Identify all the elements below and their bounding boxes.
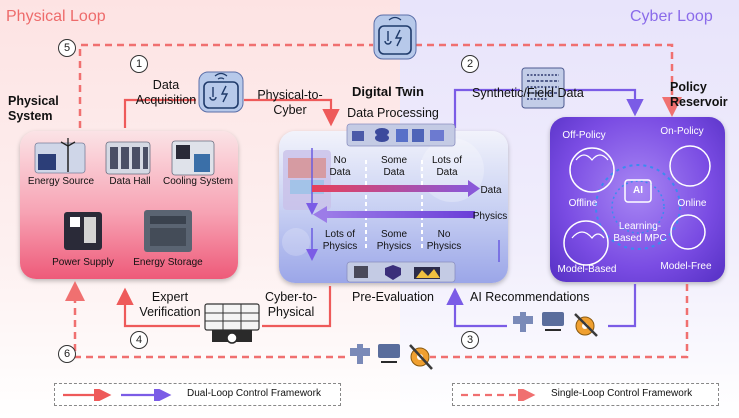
legend-dual-loop: Dual-Loop Control Framework: [54, 383, 341, 406]
lots-of-data-label: Lots of Data: [431, 155, 463, 178]
no-physics-label: No Physics: [426, 229, 462, 252]
data-processing-label: Data Processing: [347, 106, 439, 120]
digital-twin-title: Digital Twin: [352, 84, 424, 99]
data-acquisition-label: Data Acquisition: [135, 78, 197, 107]
energy-storage-label: Energy Storage: [133, 257, 203, 268]
model-free-label: Model-Free: [660, 261, 712, 272]
offline-label: Offline: [568, 198, 598, 209]
step-3-marker: 3: [461, 331, 479, 349]
physical-system-illustrations: [34, 138, 215, 252]
loop1-connector: [123, 98, 340, 128]
sensor-icon-5: [373, 14, 417, 60]
step-2-marker: 2: [461, 55, 479, 73]
some-physics-label: Some Physics: [376, 229, 412, 252]
ai-recommendations-label: AI Recommendations: [470, 290, 590, 304]
step-5-marker: 5: [58, 39, 76, 57]
step-4-marker: 4: [130, 331, 148, 349]
ai-chip-icon: AI: [633, 185, 643, 196]
expert-verification-label: Expert Verification: [139, 290, 201, 319]
legend-single-arrow: [461, 389, 536, 401]
data-arrow: [312, 180, 480, 197]
some-data-label: Some Data: [380, 155, 408, 178]
energy-source-label: Energy Source: [27, 176, 95, 187]
data-hall-label: Data Hall: [109, 176, 151, 187]
loop5-dashed-connector: [78, 43, 682, 128]
physical-to-cyber-label: Physical-to- Cyber: [257, 88, 323, 117]
loop3-connector: [446, 284, 637, 328]
binary-data-icon: [521, 67, 565, 109]
data-arrow-label: Data: [480, 185, 502, 196]
loop4-connector: [116, 286, 332, 328]
pre-evaluation-label: Pre-Evaluation: [352, 290, 434, 304]
policy-reservoir-box: [550, 117, 725, 282]
on-policy-label: On-Policy: [660, 126, 704, 137]
physical-loop-title: Physical Loop: [6, 8, 106, 25]
expert-verification-icon: [204, 303, 260, 344]
sensor-icon-1: [198, 71, 244, 113]
cyber-loop-title: Cyber Loop: [630, 8, 713, 25]
tools-icons-ai-rec: [513, 312, 598, 337]
dt-data-processing-bar: [346, 123, 456, 147]
cyber-to-physical-label: Cyber-to- Physical: [264, 290, 318, 319]
physics-arrow: [313, 206, 475, 223]
policy-reservoir-title: Policy Reservoir: [670, 80, 728, 109]
legend-single-text: Single-Loop Control Framework: [551, 388, 693, 399]
synthetic-field-data-label: Synthetic/Field Data: [472, 86, 584, 100]
loop2-connector: [453, 88, 644, 128]
legend-dual-arrows: [63, 389, 172, 401]
tools-icons-loop6: [350, 344, 433, 370]
power-supply-label: Power Supply: [52, 257, 114, 268]
learning-mpc-label: Learning- Based MPC: [613, 221, 667, 244]
dt-pre-evaluation-bar: [346, 261, 456, 283]
policy-network-illustration: [563, 145, 711, 266]
legend-dual-text: Dual-Loop Control Framework: [187, 388, 321, 399]
physics-arrow-label: Physics: [472, 211, 508, 222]
cooling-system-label: Cooling System: [162, 176, 234, 187]
physical-system-title: Physical System: [8, 94, 59, 123]
step-1-marker: 1: [130, 55, 148, 73]
online-label: Online: [677, 198, 707, 209]
no-data-label: No Data: [329, 155, 351, 178]
off-policy-label: Off-Policy: [562, 130, 606, 141]
step-6-marker: 6: [58, 345, 76, 363]
lots-of-physics-label: Lots of Physics: [322, 229, 358, 252]
model-based-label: Model-Based: [557, 264, 617, 275]
legend-single-loop: Single-Loop Control Framework: [452, 383, 719, 406]
